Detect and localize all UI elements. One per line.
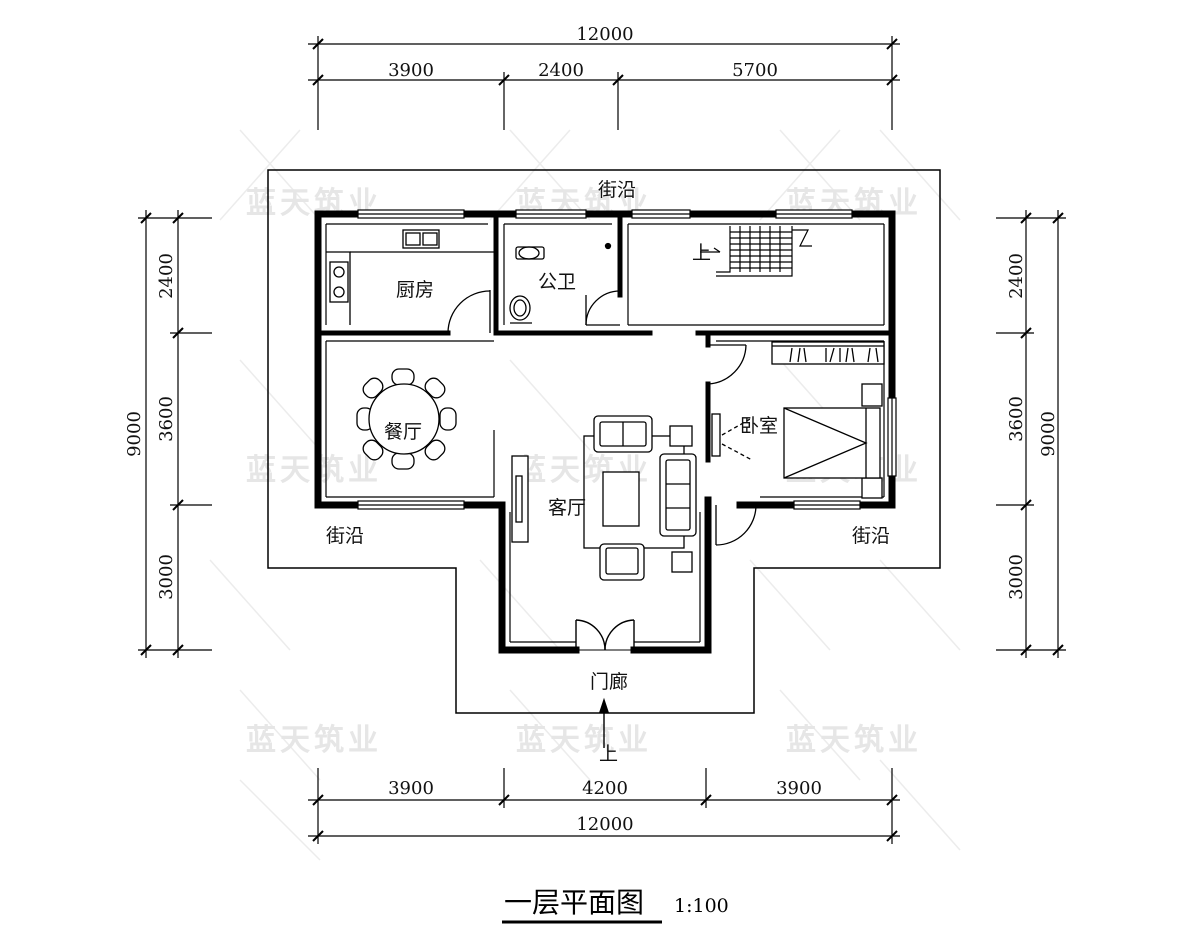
dim-left-part-3: 3000	[156, 554, 177, 600]
dim-top-part-1: 3900	[388, 60, 434, 81]
room-label-dining: 餐厅	[384, 421, 422, 443]
room-label-living: 客厅	[548, 497, 586, 519]
windows	[357, 209, 897, 510]
watermark-lines	[209, 129, 961, 861]
dimension-top	[308, 36, 900, 130]
toilet-fixtures	[509, 242, 612, 324]
drawing-title: 一层平面图	[504, 886, 644, 919]
watermark-text: 蓝天筑业	[246, 453, 382, 488]
living-furniture	[511, 415, 697, 581]
kitchen-counter	[326, 229, 494, 325]
room-label-toilet: 公卫	[538, 271, 576, 293]
dim-right-total: 9000	[1038, 411, 1059, 457]
dim-top-total: 12000	[576, 24, 633, 45]
wall-inner-lines	[325, 223, 885, 643]
dim-right-part-3: 3000	[1006, 554, 1027, 600]
eave-outline	[267, 169, 941, 714]
watermark-text: 蓝天筑业	[786, 723, 922, 758]
label-eave-left: 街沿	[326, 525, 364, 547]
bedroom-furniture	[711, 341, 885, 499]
stair-up-label: 上	[692, 242, 711, 264]
label-eave-right: 街沿	[852, 525, 890, 547]
dim-bottom-part-3: 3900	[776, 778, 822, 799]
dimension-left	[138, 210, 212, 658]
dim-bottom-part-1: 3900	[388, 778, 434, 799]
dining-table	[356, 368, 457, 470]
entry-arrow	[599, 697, 609, 748]
room-label-bedroom: 卧室	[740, 415, 778, 437]
dim-top-part-2: 2400	[538, 60, 584, 81]
dim-right-part-2: 3600	[1006, 396, 1027, 442]
dim-bottom-part-2: 4200	[582, 778, 628, 799]
room-label-porch: 门廊	[590, 671, 628, 693]
room-label-kitchen: 厨房	[396, 279, 434, 301]
dim-top-part-3: 5700	[732, 60, 778, 81]
dimension-bottom	[308, 768, 900, 844]
watermark-text: 蓝天筑业	[516, 723, 652, 758]
toilet-door	[585, 290, 621, 326]
dim-right-part-1: 2400	[1006, 253, 1027, 299]
drawing-scale: 1:100	[674, 895, 729, 917]
dimension-right	[996, 210, 1066, 658]
entry-up-label: 上	[599, 743, 618, 765]
interior-walls	[315, 211, 895, 463]
label-eave-top: 街沿	[598, 179, 636, 201]
dim-left-part-1: 2400	[156, 253, 177, 299]
entrance-door	[575, 619, 635, 651]
dim-left-part-2: 3600	[156, 396, 177, 442]
dim-bottom-total: 12000	[576, 814, 633, 835]
dim-left-total: 9000	[124, 411, 145, 457]
watermark-text: 蓝天筑业	[246, 723, 382, 758]
staircase	[700, 226, 812, 277]
kitchen-door	[447, 290, 491, 334]
bedroom-door	[707, 344, 757, 546]
